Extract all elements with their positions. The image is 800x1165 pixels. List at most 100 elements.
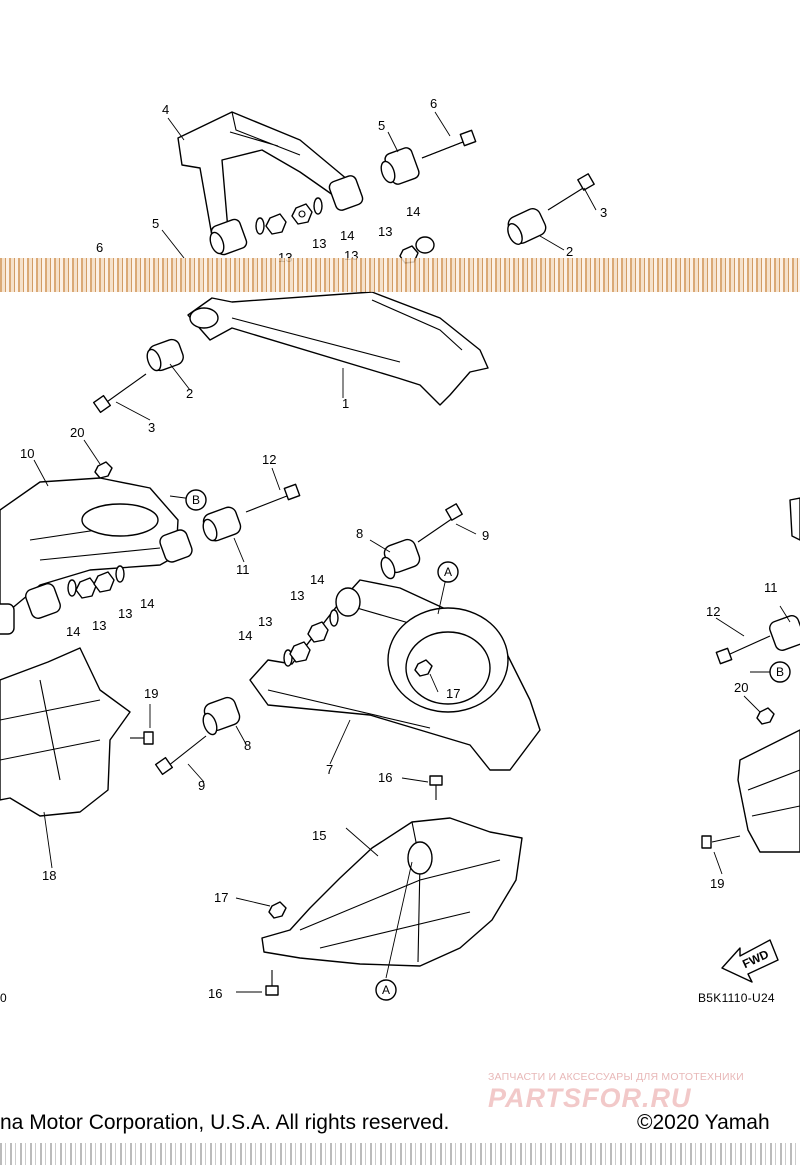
label-20a: 20 xyxy=(70,425,84,440)
label-13h: 13 xyxy=(92,618,106,633)
guard-18 xyxy=(0,647,131,817)
ref-b-left: B xyxy=(185,489,207,511)
washer-14-c xyxy=(67,579,77,597)
label-2a: 2 xyxy=(566,244,573,259)
label-20b: 20 xyxy=(734,680,748,695)
bolt-19-left xyxy=(130,731,154,745)
scan-noise-band xyxy=(0,258,800,292)
label-13e: 13 xyxy=(290,588,304,603)
nut-13-c xyxy=(75,577,97,599)
arm-right-partial xyxy=(769,497,800,651)
label-16b: 16 xyxy=(208,986,222,1001)
guard-15 xyxy=(261,817,523,967)
nut-17-guard xyxy=(268,901,287,919)
label-11b: 11 xyxy=(764,580,778,595)
watermark-tagline: ЗАПЧАСТИ И АКСЕССУАРЫ ДЛЯ МОТОТЕХНИКИ xyxy=(488,1071,744,1083)
bushing-5-upper xyxy=(380,147,420,185)
fwd-arrow: FWD xyxy=(721,939,779,983)
lower-arm-1 xyxy=(187,291,489,406)
label-6a: 6 xyxy=(430,96,437,111)
nut-17-center xyxy=(414,659,433,677)
label-18: 18 xyxy=(42,868,56,883)
washer-14-left xyxy=(255,217,265,235)
label-14a: 14 xyxy=(406,204,420,219)
bolt-12-left xyxy=(245,483,301,513)
label-14e: 14 xyxy=(310,572,324,587)
footer-year: ©2020 Yamah xyxy=(637,1111,770,1134)
label-1: 1 xyxy=(342,396,349,411)
label-8a: 8 xyxy=(356,526,363,541)
bushing-left-b xyxy=(25,583,61,619)
bushing-11-left-b xyxy=(159,529,193,563)
label-19b: 19 xyxy=(710,876,724,891)
label-7: 7 xyxy=(326,762,333,777)
bolt-12-right xyxy=(715,635,771,665)
nut-13-upper xyxy=(291,203,313,225)
bolt-16-top xyxy=(429,775,443,800)
svg-text:B: B xyxy=(776,665,784,679)
bushing-5-upper-b xyxy=(328,175,364,211)
nut-13-d xyxy=(93,571,115,593)
svg-text:B: B xyxy=(192,493,200,507)
label-9b: 9 xyxy=(198,778,205,793)
bolt-6-upper xyxy=(421,129,477,159)
guard-right xyxy=(737,729,800,853)
label-15: 15 xyxy=(312,828,326,843)
left-diagram-code: 0 xyxy=(0,991,7,1005)
label-14b: 14 xyxy=(340,228,354,243)
label-5a: 5 xyxy=(378,118,385,133)
ref-a-top: A xyxy=(437,561,459,583)
leader-lines xyxy=(33,111,791,993)
bushing-5-left xyxy=(209,218,248,256)
part-labels: 4 6 5 3 14 14 13 13 5 6 13 13 2 2 3 1 20… xyxy=(20,96,778,1001)
label-12a: 12 xyxy=(262,452,276,467)
bolt-16-bottom xyxy=(265,970,279,996)
diagram-code: B5K1110-U24 xyxy=(698,991,775,1005)
label-3a: 3 xyxy=(600,205,607,220)
bushing-2-upper xyxy=(507,208,547,245)
label-4: 4 xyxy=(162,102,169,117)
label-17a: 17 xyxy=(446,686,460,701)
bushing-2-lower xyxy=(146,338,184,372)
bushing-11-left xyxy=(202,506,242,542)
label-12b: 12 xyxy=(706,604,720,619)
nut-13-e xyxy=(289,641,311,663)
label-9a: 9 xyxy=(482,528,489,543)
bolt-3-lower xyxy=(92,373,147,414)
label-13a: 13 xyxy=(312,236,326,251)
bushing-8-bottom xyxy=(202,696,241,736)
label-13b: 13 xyxy=(378,224,392,239)
bushing-left-edge xyxy=(0,603,15,635)
label-5b: 5 xyxy=(152,216,159,231)
washer-14-d xyxy=(115,565,125,583)
label-2b: 2 xyxy=(186,386,193,401)
label-16a: 16 xyxy=(378,770,392,785)
bolt-3-upper xyxy=(547,173,595,211)
bolt-19-right xyxy=(701,835,741,849)
svg-text:A: A xyxy=(382,983,390,997)
label-3b: 3 xyxy=(148,420,155,435)
watermark-logo: PARTSFOR.RU xyxy=(488,1083,692,1113)
label-11a: 11 xyxy=(236,562,250,577)
ref-b-right: B xyxy=(769,661,791,683)
ref-a-bottom: A xyxy=(375,979,397,1001)
scan-noise-bottom xyxy=(0,1143,800,1165)
bushing-8-top xyxy=(380,538,421,580)
label-13g: 13 xyxy=(118,606,132,621)
nut-13-left xyxy=(265,213,287,235)
label-17b: 17 xyxy=(214,890,228,905)
label-14d: 14 xyxy=(66,624,80,639)
label-14c: 14 xyxy=(140,596,154,611)
upper-arm-4 xyxy=(177,111,361,237)
washer-14-upper xyxy=(313,197,323,215)
label-14f: 14 xyxy=(238,628,252,643)
label-19a: 19 xyxy=(144,686,158,701)
label-10: 10 xyxy=(20,446,34,461)
footer-copyright: na Motor Corporation, U.S.A. All rights … xyxy=(0,1111,450,1134)
svg-text:A: A xyxy=(444,565,452,579)
label-13f: 13 xyxy=(258,614,272,629)
bolt-9-bottom xyxy=(154,735,207,776)
nut-20-left xyxy=(94,461,113,479)
nut-20-right xyxy=(756,707,775,725)
